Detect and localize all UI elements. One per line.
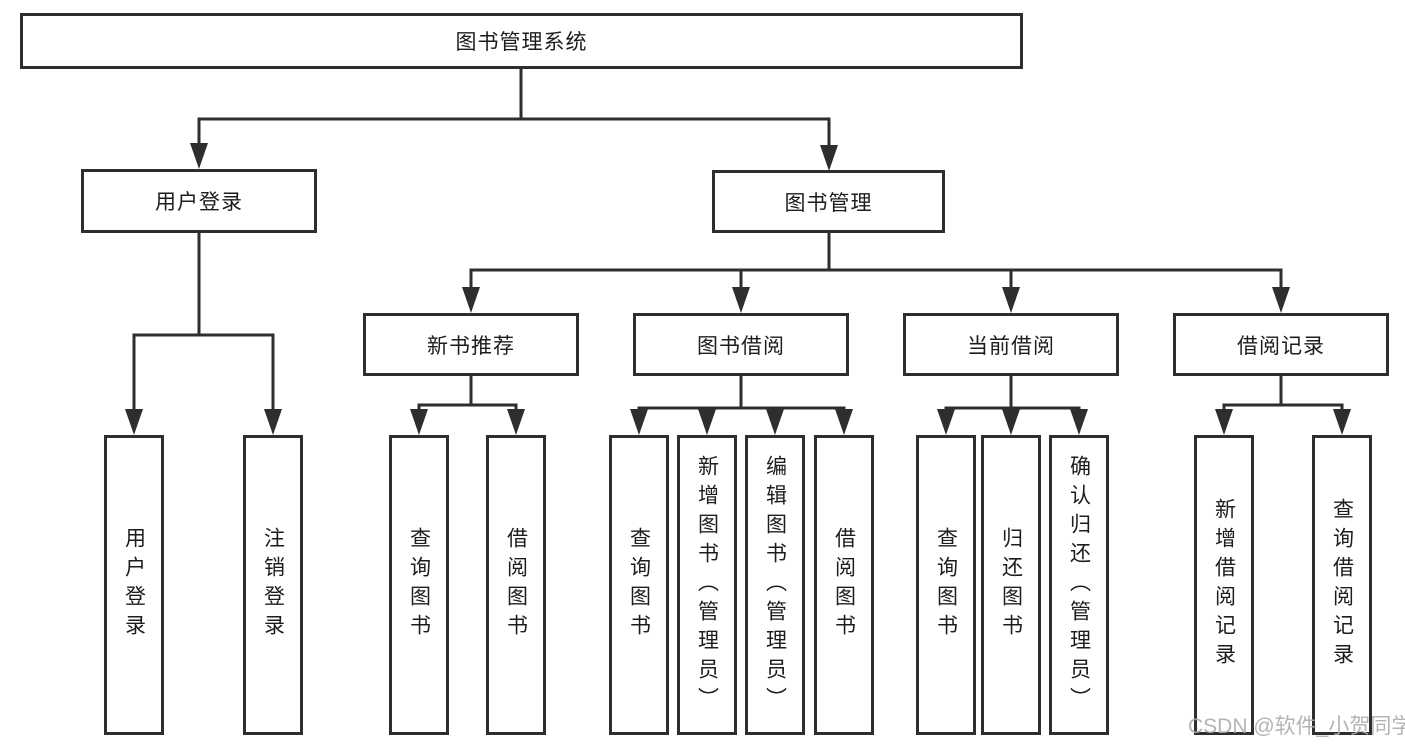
- node-current-borrowing: 当前借阅: [903, 313, 1119, 376]
- node-label: 用户登录: [155, 191, 243, 214]
- leaf-label: 查询图书: [627, 527, 651, 643]
- csdn-watermark: CSDN @软件_小贺同学: [1188, 715, 1405, 738]
- leaf-borrow-books: 借阅图书: [814, 435, 874, 735]
- leaf-label: 确认归还（管理员）: [1067, 454, 1091, 716]
- leaf-label: 用户登录: [122, 527, 146, 643]
- node-label: 图书管理: [784, 191, 873, 215]
- node-borrowing-records: 借阅记录: [1173, 313, 1389, 376]
- leaf-label: 查询图书: [407, 527, 431, 643]
- leaf-label: 新增图书（管理员）: [695, 454, 719, 716]
- leaf-label: 注销登录: [261, 527, 285, 643]
- leaf-label: 借阅图书: [832, 527, 856, 643]
- leaf-borrow-books-recommend: 借阅图书: [486, 435, 546, 735]
- leaf-query-books-borrow: 查询图书: [609, 435, 669, 735]
- node-user-login: 用户登录: [81, 169, 317, 233]
- leaf-query-books-recommend: 查询图书: [389, 435, 449, 735]
- node-label: 当前借阅: [967, 334, 1055, 358]
- node-book-borrowing: 图书借阅: [633, 313, 849, 376]
- node-label: 图书管理系统: [455, 31, 588, 54]
- leaf-query-books-current: 查询图书: [916, 435, 976, 735]
- leaf-label: 查询图书: [934, 527, 958, 643]
- node-label: 借阅记录: [1237, 334, 1325, 358]
- leaf-confirm-return-admin: 确认归还（管理员）: [1049, 435, 1109, 735]
- leaf-edit-books-admin: 编辑图书（管理员）: [745, 435, 805, 735]
- leaf-return-books: 归还图书: [981, 435, 1041, 735]
- node-new-book-recommendation: 新书推荐: [363, 313, 579, 376]
- node-label: 新书推荐: [427, 334, 515, 358]
- leaf-user-login: 用户登录: [104, 435, 164, 735]
- leaf-label: 新增借阅记录: [1212, 498, 1236, 672]
- leaf-add-borrow-record: 新增借阅记录: [1194, 435, 1254, 735]
- leaf-logout: 注销登录: [243, 435, 303, 735]
- leaf-label: 借阅图书: [504, 527, 528, 643]
- node-book-management: 图书管理: [712, 170, 945, 233]
- node-library-management-system: 图书管理系统: [20, 13, 1023, 69]
- leaf-query-borrow-record: 查询借阅记录: [1312, 435, 1372, 735]
- leaf-label: 归还图书: [999, 527, 1023, 643]
- node-label: 图书借阅: [697, 334, 785, 358]
- leaf-label: 编辑图书（管理员）: [763, 454, 787, 716]
- leaf-add-books-admin: 新增图书（管理员）: [677, 435, 737, 735]
- leaf-label: 查询借阅记录: [1330, 498, 1354, 672]
